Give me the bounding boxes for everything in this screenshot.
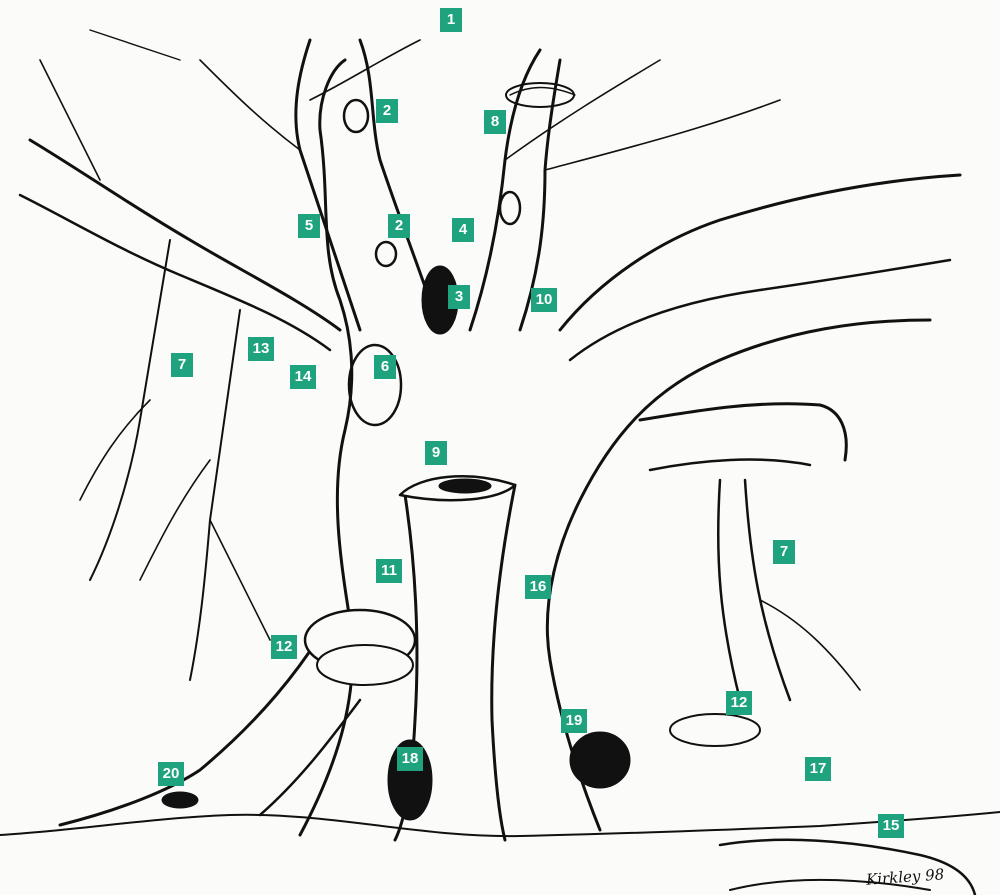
root-hole xyxy=(162,792,198,808)
label-15: 15 xyxy=(878,814,904,838)
label-16: 16 xyxy=(525,575,551,599)
label-1: 1 xyxy=(440,8,462,32)
label-2-lower: 2 xyxy=(388,214,410,238)
label-5: 5 xyxy=(298,214,320,238)
label-8: 8 xyxy=(484,110,506,134)
label-19: 19 xyxy=(561,709,587,733)
label-2-upper: 2 xyxy=(376,99,398,123)
label-13: 13 xyxy=(248,337,274,361)
label-4: 4 xyxy=(452,218,474,242)
rot-hole xyxy=(439,479,491,493)
cavity-upper xyxy=(344,100,368,132)
label-7-right: 7 xyxy=(773,540,795,564)
bird-nest xyxy=(506,83,574,107)
right-branch xyxy=(560,175,960,330)
label-12-right: 12 xyxy=(726,691,752,715)
label-11: 11 xyxy=(376,559,402,583)
label-10: 10 xyxy=(531,288,557,312)
basal-hollow xyxy=(570,732,630,788)
label-3: 3 xyxy=(448,285,470,309)
label-6: 6 xyxy=(374,355,396,379)
label-12-left: 12 xyxy=(271,635,297,659)
label-20: 20 xyxy=(158,762,184,786)
label-17: 17 xyxy=(805,757,831,781)
label-14: 14 xyxy=(290,365,316,389)
left-branch xyxy=(30,140,340,330)
bracket-fungus-right xyxy=(670,714,760,746)
central-stem xyxy=(470,50,540,330)
label-7-left: 7 xyxy=(171,353,193,377)
label-9: 9 xyxy=(425,441,447,465)
label-18: 18 xyxy=(397,747,423,771)
